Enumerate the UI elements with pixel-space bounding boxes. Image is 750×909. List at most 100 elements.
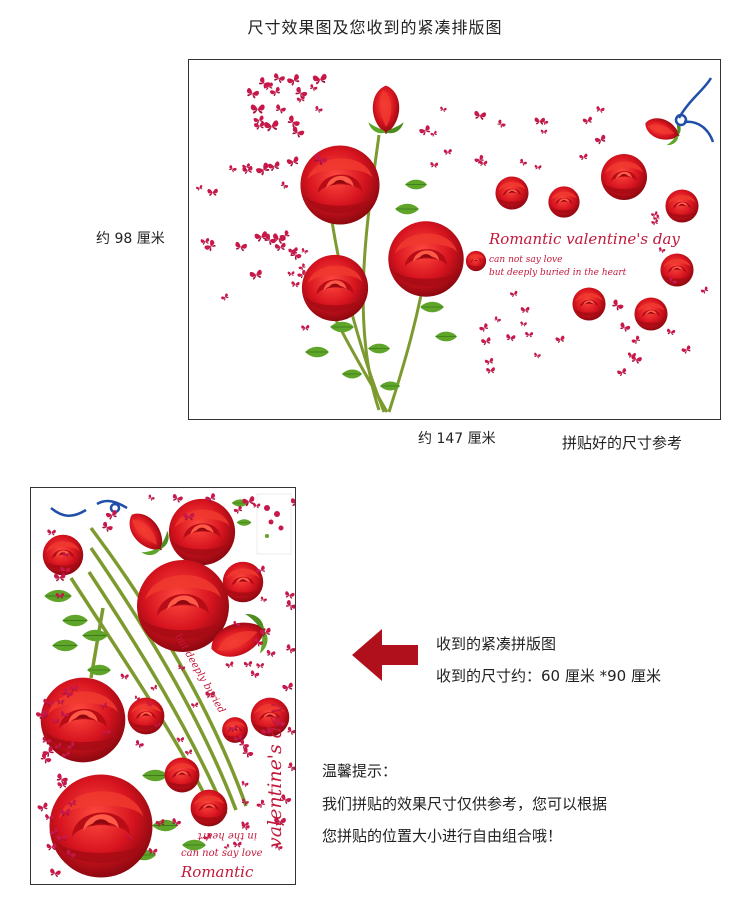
butterfly-icon	[285, 114, 301, 130]
size-label: 收到的尺寸约：60 厘米 *90 厘米	[436, 667, 661, 685]
rose-icon	[301, 254, 369, 322]
butterfly-icon	[418, 124, 432, 137]
butterfly-icon	[610, 298, 625, 312]
butterfly-icon	[249, 269, 264, 281]
butterfly-icon	[519, 321, 528, 327]
butterfly-icon	[700, 286, 710, 295]
butterfly-icon	[484, 357, 495, 366]
butterfly-icon	[184, 749, 194, 756]
butterfly-icon	[256, 662, 265, 669]
butterfly-icon	[298, 262, 307, 272]
butterfly-icon	[308, 83, 318, 92]
butterfly-icon	[253, 121, 266, 131]
tip-title: 温馨提示：	[322, 762, 398, 780]
butterfly-icon	[629, 354, 643, 365]
width-label: 约 147 厘米	[418, 431, 496, 447]
butterfly-icon	[301, 324, 310, 331]
butterfly-icon	[312, 73, 328, 85]
rose-icon	[465, 250, 487, 272]
rose-icon	[665, 189, 699, 223]
rose-icon	[388, 221, 464, 297]
butterfly-icon	[284, 599, 295, 612]
butterfly-group	[195, 72, 710, 377]
quote-title: Romantic valentine's day	[488, 230, 680, 248]
butterfly-icon	[190, 702, 199, 709]
butterfly-icon	[245, 87, 260, 100]
butterfly-icon	[263, 120, 280, 132]
butterfly-icon	[439, 106, 447, 113]
butterfly-icon	[473, 110, 487, 121]
compact-label: 收到的紧凑拼版图	[436, 635, 557, 653]
butterfly-icon	[274, 242, 287, 252]
butterfly-icon	[631, 335, 642, 346]
butterfly-icon	[225, 661, 235, 669]
height-label: 约 98 厘米	[96, 231, 165, 247]
page-title: 尺寸效果图及您收到的紧凑排版图	[247, 18, 503, 37]
butterfly-icon	[284, 590, 295, 600]
rose-icon	[190, 789, 228, 827]
butterfly-icon	[505, 333, 516, 342]
butterfly-icon	[430, 130, 438, 138]
butterfly-icon	[520, 306, 530, 314]
butterfly-icon	[279, 180, 289, 190]
butterfly-icon	[493, 315, 502, 324]
butterfly-icon	[480, 336, 492, 346]
butterfly-icon	[594, 134, 608, 146]
sheet-text-romantic: Romantic	[180, 863, 254, 881]
butterfly-icon	[509, 290, 519, 298]
butterfly-icon	[479, 160, 488, 167]
butterfly-icon	[284, 643, 295, 655]
butterfly-icon	[227, 164, 238, 174]
rose-bud-icon	[118, 503, 175, 561]
butterfly-icon	[290, 281, 300, 288]
rose-icon	[127, 697, 165, 735]
butterfly-icon	[134, 739, 145, 749]
butterfly-icon	[534, 117, 546, 125]
butterfly-icon	[534, 164, 542, 170]
butterfly-icon	[207, 188, 218, 196]
butterfly-icon	[579, 153, 589, 161]
rose-icon	[168, 498, 236, 566]
butterfly-icon	[200, 237, 211, 246]
butterfly-icon	[240, 780, 249, 788]
butterfly-icon	[234, 241, 248, 252]
preview-frame: Romantic valentine's day can not say lov…	[188, 59, 721, 420]
butterfly-icon	[267, 161, 281, 172]
butterfly-icon	[259, 596, 268, 603]
butterfly-icon	[293, 86, 308, 100]
butterfly-icon	[195, 184, 204, 192]
butterfly-icon	[150, 684, 159, 692]
butterfly-icon	[478, 322, 490, 333]
butterfly-icon	[241, 746, 254, 759]
butterfly-icon	[272, 72, 286, 84]
butterfly-icon	[171, 493, 184, 504]
butterfly-icon	[232, 841, 242, 848]
reference-label: 拼贴好的尺寸参考	[562, 434, 683, 452]
rose-icon	[495, 176, 529, 210]
rose-icon	[164, 757, 200, 793]
butterfly-icon	[286, 155, 301, 168]
butterfly-icon	[616, 367, 628, 377]
butterfly-icon	[496, 119, 507, 129]
butterfly-icon	[249, 669, 260, 679]
butterfly-icon	[243, 660, 253, 668]
butterfly-icon	[486, 367, 496, 374]
butterfly-icon	[313, 105, 324, 114]
rose-bud-icon	[368, 85, 404, 134]
butterfly-icon	[257, 76, 272, 90]
sticker-sheet-artwork: valentine's day in the heart but deeply …	[35, 492, 295, 881]
butterfly-icon	[429, 161, 439, 168]
sheet-text-in-heart: in the heart	[197, 830, 257, 841]
rose-icon	[548, 186, 580, 218]
butterfly-icon	[300, 247, 309, 255]
rose-icon	[634, 297, 668, 331]
tip-line2: 您拼贴的位置大小进行自由组合哦！	[322, 827, 563, 845]
butterfly-icon	[533, 352, 542, 359]
butterfly-icon	[120, 673, 129, 680]
butterfly-icon	[595, 105, 605, 114]
butterfly-icon	[681, 344, 693, 355]
butterfly-icon	[618, 321, 631, 333]
butterfly-icon	[666, 328, 676, 336]
butterfly-icon	[582, 116, 594, 125]
sheet-text-valentine: valentine's day	[264, 704, 286, 848]
